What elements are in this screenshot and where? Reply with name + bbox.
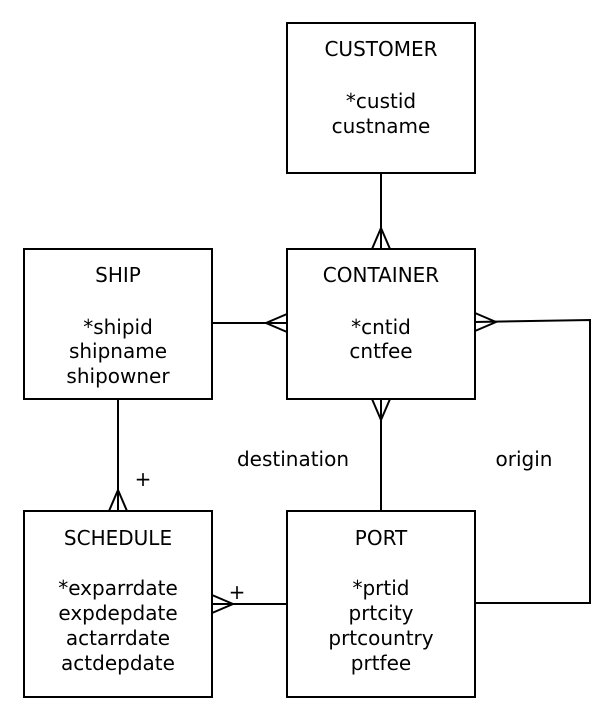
entity-schedule: SCHEDULE *exparrdate expdepdate actarrda… <box>23 510 213 698</box>
entity-customer-box <box>286 22 476 174</box>
entity-ship-attr: shipowner <box>66 364 170 388</box>
entity-port-attr: prtcountry <box>328 626 433 650</box>
crows-foot-icon <box>371 225 391 250</box>
crows-foot-icon <box>263 313 288 333</box>
entity-customer-attr: *custid <box>346 89 416 113</box>
entity-port-attr: prtfee <box>351 651 411 675</box>
crows-foot-icon <box>371 398 391 423</box>
entity-container-title: CONTAINER <box>323 263 440 287</box>
entity-ship-title: SHIP <box>95 263 141 287</box>
entity-schedule-box <box>23 510 213 698</box>
connector-line <box>474 318 591 604</box>
entity-customer: CUSTOMER *custid custname <box>286 22 476 174</box>
relationship-schedule-port: + <box>211 580 287 614</box>
entity-port: PORT *prtid prtcity prtcountry prtfee <box>286 510 476 698</box>
entity-container-attr: cntfee <box>349 339 412 363</box>
relationship-customer-container <box>371 173 391 250</box>
identifying-marker-plus: + <box>229 580 246 604</box>
entity-ship: SHIP *shipid shipname shipowner <box>23 248 213 400</box>
entity-schedule-attr: actarrdate <box>66 626 170 650</box>
relationship-label-destination: destination <box>237 447 349 471</box>
entity-schedule-attr: expdepdate <box>58 601 177 625</box>
entity-customer-title: CUSTOMER <box>324 37 437 61</box>
relationship-origin: origin <box>474 312 591 604</box>
entity-ship-attr: *shipid <box>83 315 153 339</box>
identifying-marker-plus: + <box>135 467 152 491</box>
relationship-label-origin: origin <box>496 447 553 471</box>
entity-port-attr: *prtid <box>352 576 409 600</box>
relationship-ship-schedule: + <box>108 399 152 512</box>
relationship-ship-container <box>212 313 288 333</box>
entity-port-attr: prtcity <box>349 601 414 625</box>
entity-port-box <box>286 510 476 698</box>
entity-ship-attr: shipname <box>69 339 167 363</box>
entity-customer-attr: custname <box>332 114 431 138</box>
entity-schedule-title: SCHEDULE <box>64 526 172 550</box>
entity-ship-box <box>23 248 213 400</box>
entity-schedule-attr: actdepdate <box>61 651 175 675</box>
crows-foot-icon <box>474 312 499 332</box>
entity-container: CONTAINER *cntid cntfee <box>286 248 476 400</box>
entity-container-attr: *cntid <box>351 315 411 339</box>
relationship-destination: destination <box>237 398 391 511</box>
entity-schedule-attr: *exparrdate <box>58 576 178 600</box>
crows-foot-icon <box>211 594 236 614</box>
entity-port-title: PORT <box>355 526 408 550</box>
crows-foot-icon <box>108 487 128 512</box>
